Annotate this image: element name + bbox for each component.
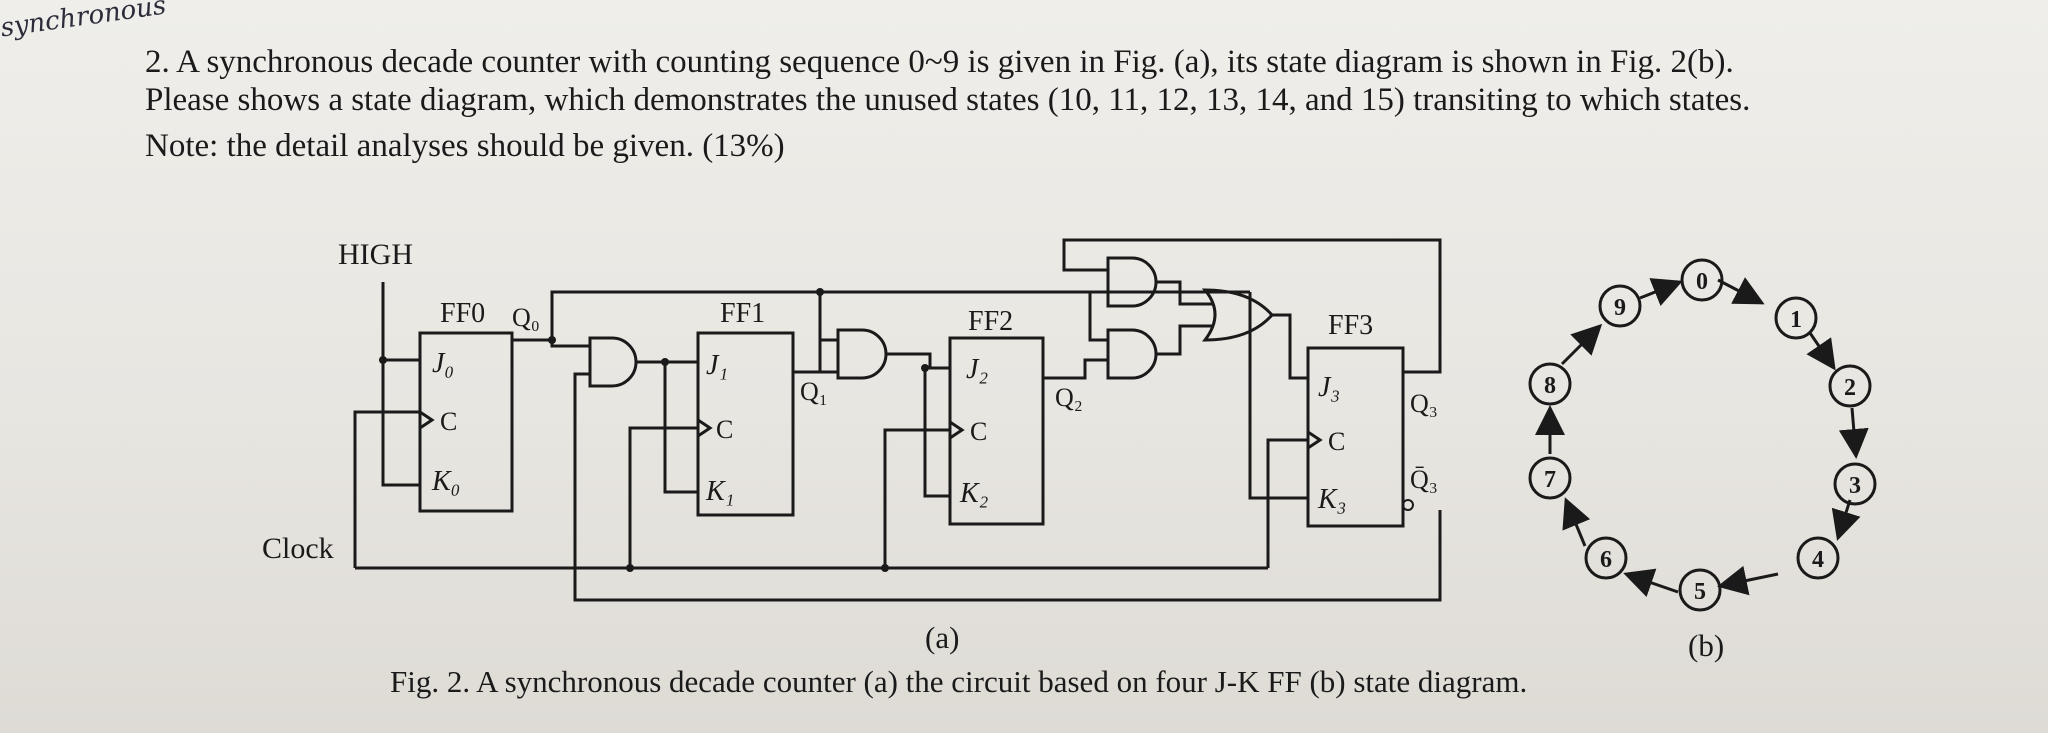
state-6 xyxy=(1584,536,1628,580)
ff2-q-label: Q₂ xyxy=(1055,383,1083,412)
ff1-name: FF1 xyxy=(720,298,765,329)
state-5 xyxy=(1678,568,1722,612)
ff0-clock-edge xyxy=(419,410,435,430)
and2-to-k2 xyxy=(923,368,950,498)
ff2-name: FF2 xyxy=(968,306,1013,337)
state-6-label: 6 xyxy=(1600,547,1612,573)
fig-label-b: (b) xyxy=(1688,628,1725,663)
state-9-label: 9 xyxy=(1614,295,1626,321)
ff1-clock-edge xyxy=(697,418,713,438)
clock-to-ff0 xyxy=(353,410,420,568)
ff3-k-label: K₃ xyxy=(1317,484,1346,515)
state-8 xyxy=(1528,362,1572,406)
and-gate-2 xyxy=(836,328,888,380)
junction-dot xyxy=(816,288,824,296)
junction-dot xyxy=(548,336,556,344)
ff0-c-label: C xyxy=(440,407,457,436)
clock-to-ff1 xyxy=(628,426,698,568)
ff1-j-label: J₁ xyxy=(706,350,728,381)
state-7 xyxy=(1528,456,1572,500)
state-0-label: 0 xyxy=(1696,269,1708,295)
q3bar-to-and1 xyxy=(573,372,1442,602)
clock-to-ff2 xyxy=(883,428,950,568)
ff1-q-label: Q₁ xyxy=(800,377,828,406)
clock-to-ff3 xyxy=(1266,438,1308,568)
ff2-j-label: J₂ xyxy=(966,354,988,385)
state-1 xyxy=(1774,296,1818,340)
high-wire xyxy=(381,282,420,487)
state-9 xyxy=(1598,284,1642,328)
ff3-clock-edge xyxy=(1307,430,1323,450)
ff3-q-label: Q₃ xyxy=(1410,389,1438,418)
qbar-bubble xyxy=(1402,499,1414,511)
state-4-label: 4 xyxy=(1812,547,1824,573)
ff0-q-label: Q₀ xyxy=(512,303,540,332)
ff3-box xyxy=(1306,346,1405,528)
state-5-label: 5 xyxy=(1694,579,1706,605)
question-line-1: 2. A synchronous decade counter with cou… xyxy=(145,44,1734,80)
junction-dot xyxy=(881,564,889,572)
ff3-c-label: C xyxy=(1328,427,1345,456)
figure-caption: Fig. 2. A synchronous decade counter (a)… xyxy=(390,664,1528,699)
and-gate-4 xyxy=(1106,328,1158,380)
state-4 xyxy=(1796,536,1840,580)
q0-bus xyxy=(512,290,1250,342)
ff2-clock-edge xyxy=(949,420,965,440)
ff1-k-label: K₁ xyxy=(705,476,734,507)
ff0-k-label: K₀ xyxy=(431,466,460,497)
state-2 xyxy=(1828,364,1872,408)
clock-label: Clock xyxy=(262,532,334,565)
ff2-k-label: K₂ xyxy=(959,478,989,509)
state-3-label: 3 xyxy=(1849,473,1861,499)
question-line-2: Please shows a state diagram, which demo… xyxy=(145,82,1751,118)
state-diagram: 0 1 2 3 4 5 6 7 8 9 xyxy=(1528,258,1877,612)
or-gate xyxy=(1201,288,1274,342)
state-0 xyxy=(1680,258,1724,302)
question-line-3: Note: the detail analyses should be give… xyxy=(145,128,785,164)
ff2-c-label: C xyxy=(970,417,987,446)
state-7-label: 7 xyxy=(1544,467,1556,493)
q1-out xyxy=(793,292,822,374)
high-label: HIGH xyxy=(338,238,413,271)
state-3 xyxy=(1833,462,1877,506)
ff3-name: FF3 xyxy=(1328,310,1373,341)
ff1-c-label: C xyxy=(716,415,733,444)
ff0-name: FF0 xyxy=(440,298,485,329)
q2-out xyxy=(1043,358,1108,380)
and-gate-3 xyxy=(1106,256,1158,308)
q0-to-k3 xyxy=(1248,292,1280,500)
state-1-label: 1 xyxy=(1790,307,1802,333)
junction-dot xyxy=(921,364,929,372)
and2-to-j2 xyxy=(886,352,950,370)
ff1-box xyxy=(696,331,795,517)
or-to-j3 xyxy=(1272,313,1308,380)
state-2-label: 2 xyxy=(1844,375,1856,401)
junction-dot xyxy=(379,356,387,364)
fig-label-a: (a) xyxy=(925,620,960,655)
ff0-box xyxy=(418,331,514,513)
ff3-j-label: J₃ xyxy=(1318,372,1340,403)
ff0-j-label: J₀ xyxy=(432,348,454,379)
q0-to-and1 xyxy=(550,340,590,348)
q3-feedback xyxy=(1062,238,1442,374)
ff3-qbar-label: Q̄₃ xyxy=(1410,465,1438,494)
junction-dot xyxy=(626,564,634,572)
junction-dot xyxy=(661,358,669,366)
state-8-label: 8 xyxy=(1544,373,1556,399)
and-gate-1 xyxy=(588,336,638,388)
and1-to-k1 xyxy=(663,362,698,494)
